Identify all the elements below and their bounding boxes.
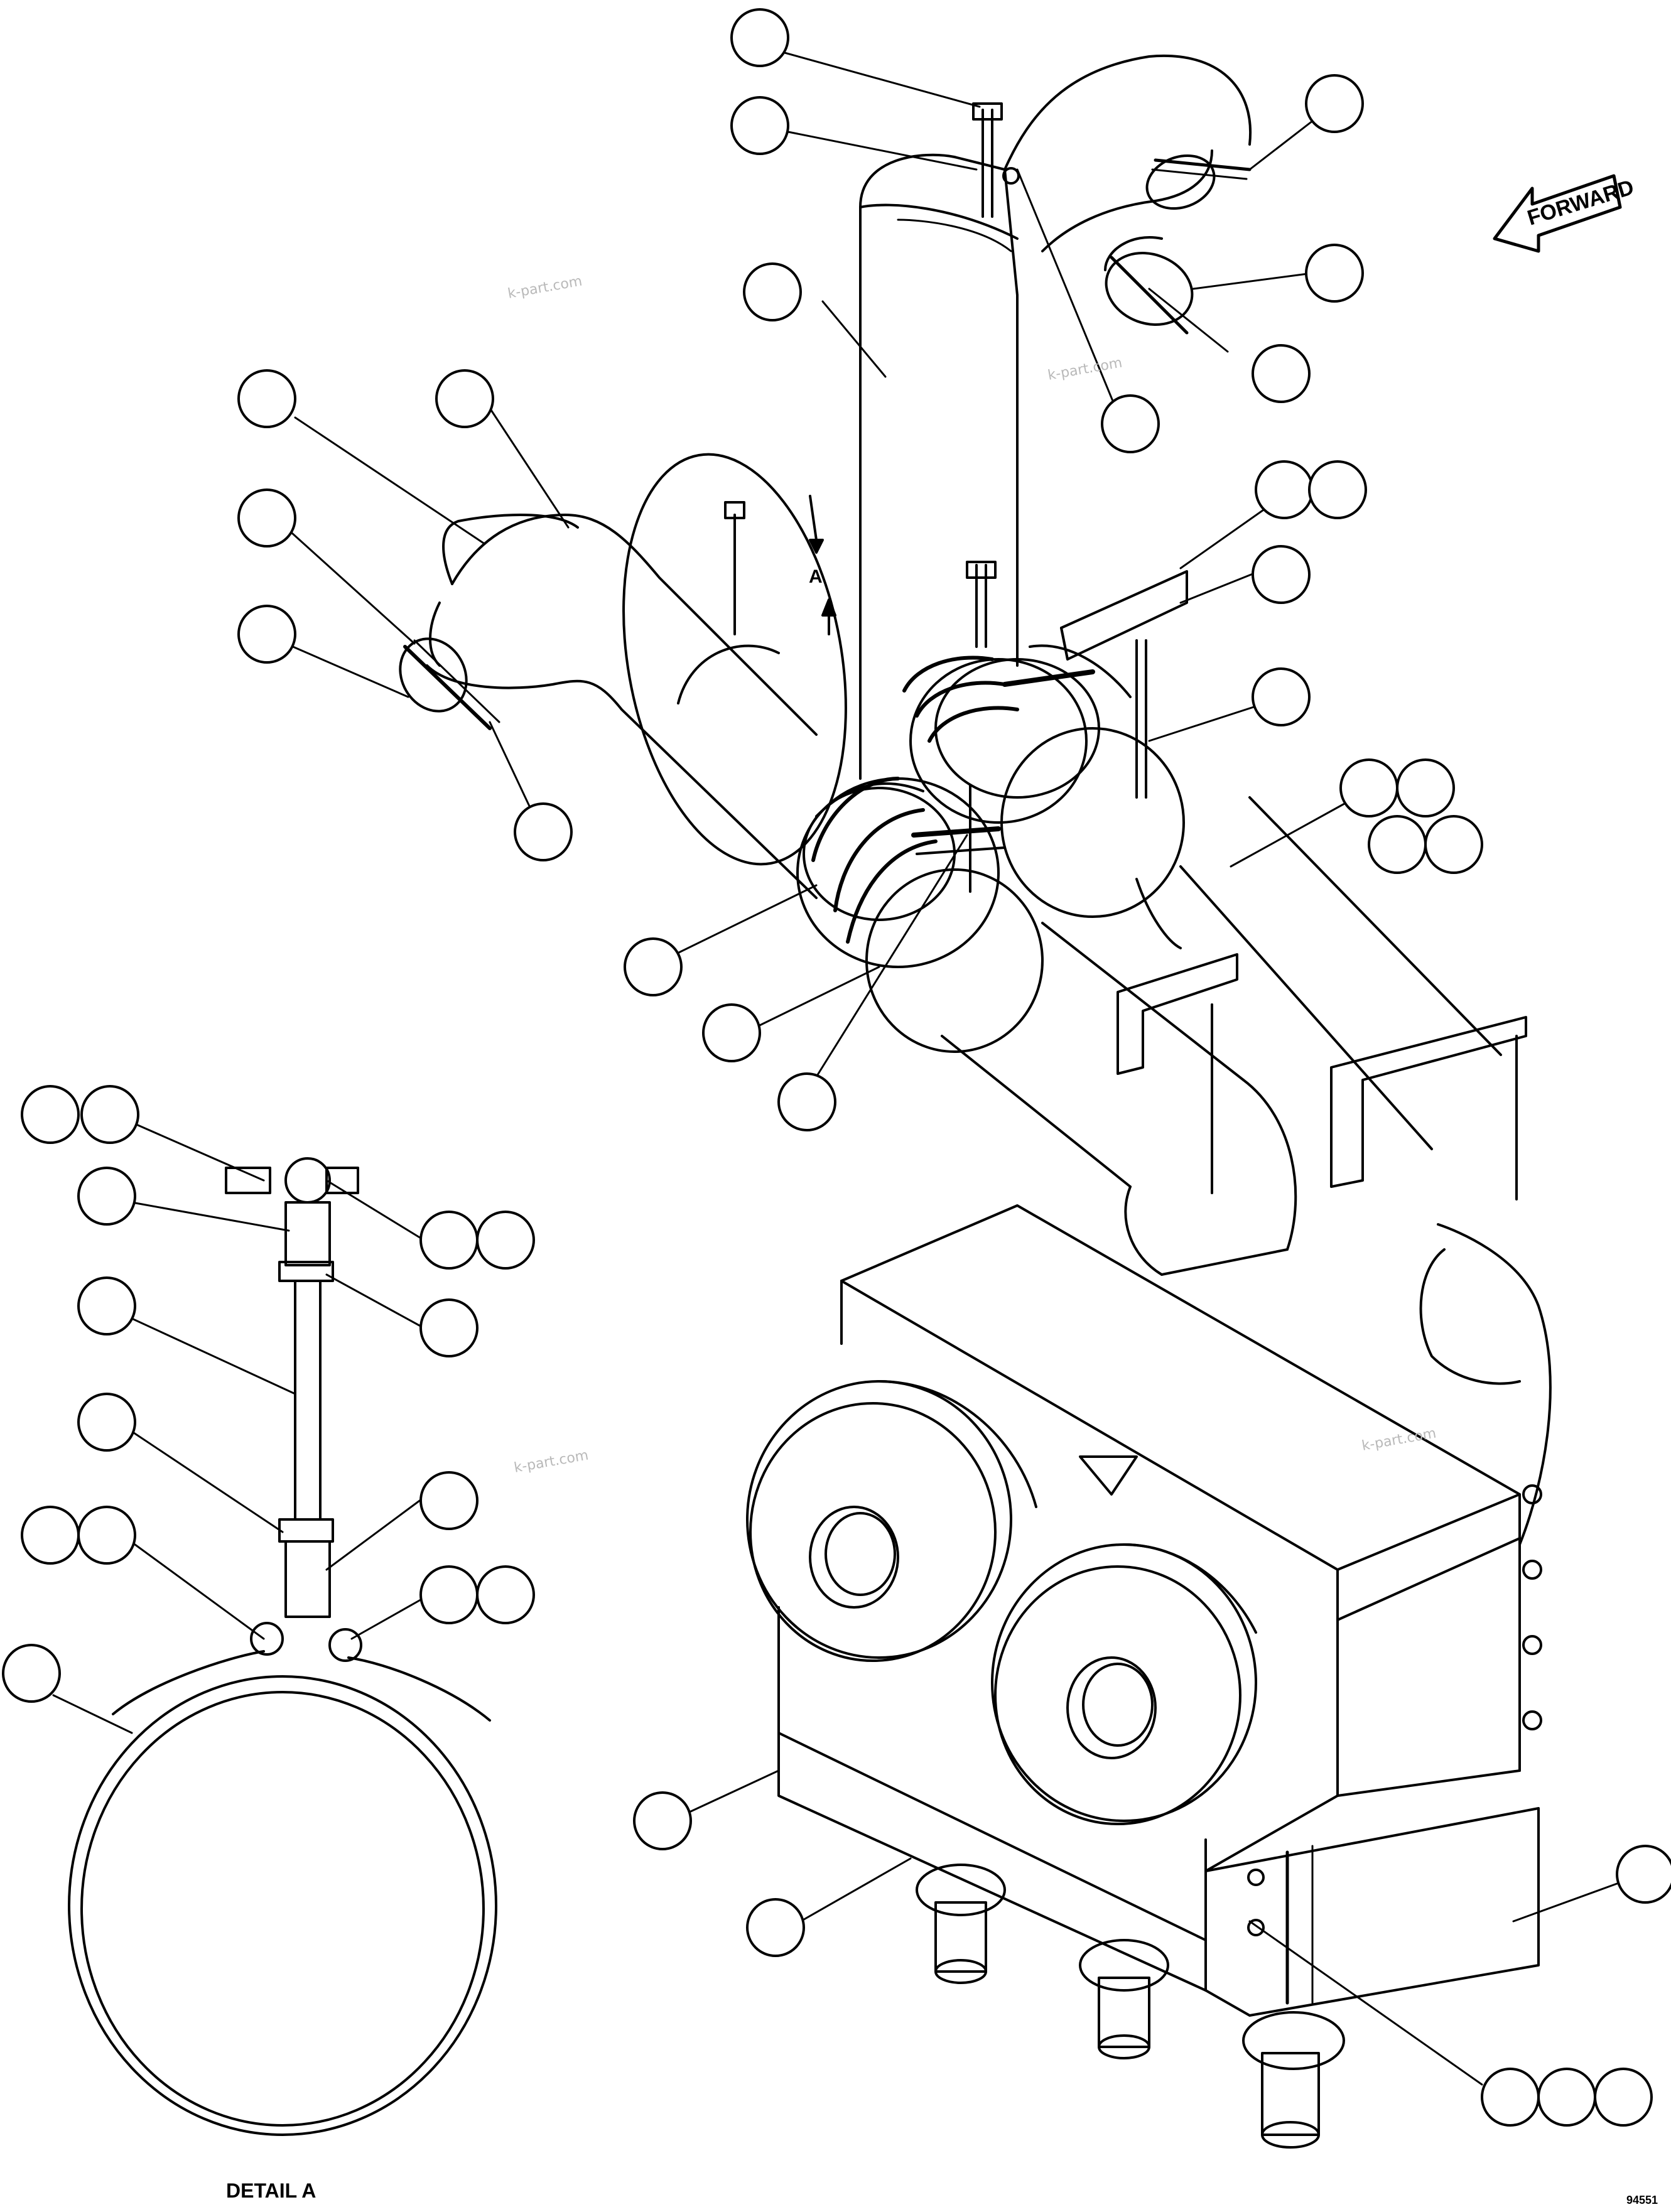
watermark: k-part.com — [1361, 1425, 1437, 1454]
air-cleaner-housing — [746, 1204, 1542, 2149]
watermark: k-part.com — [1047, 355, 1123, 383]
support-brackets — [1117, 953, 1552, 1546]
detail-a-caption: DETAIL A — [226, 2179, 316, 2202]
forward-arrow — [1493, 174, 1622, 253]
drawing-number: 94551 — [1626, 2194, 1658, 2206]
upper-elbow-pipe — [859, 54, 1252, 780]
watermark: k-part.com — [507, 273, 583, 301]
left-elbow-pipe — [399, 453, 847, 899]
central-crossover-pipes — [796, 561, 1502, 1276]
detail-a-callout: A — [809, 566, 823, 587]
watermark: k-part.com — [513, 1447, 590, 1476]
callout-balloons — [2, 8, 1671, 2127]
callout-leaders — [52, 49, 1618, 2086]
